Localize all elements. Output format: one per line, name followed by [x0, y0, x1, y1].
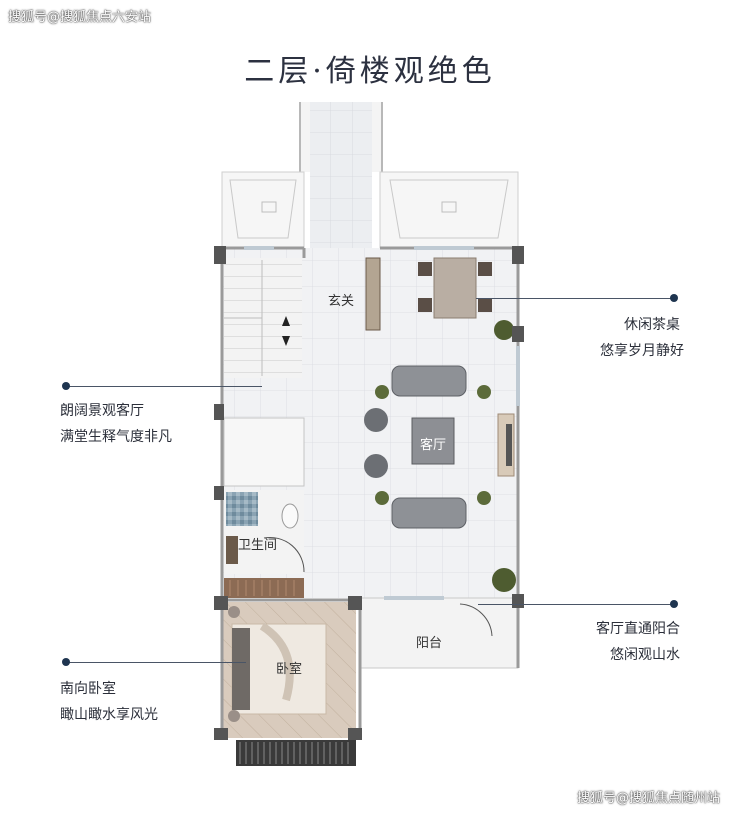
callout-bedroom-line1: 南向卧室 — [60, 681, 116, 697]
room-label-bedroom: 卧室 — [276, 662, 303, 677]
callout-line-balcony — [478, 604, 674, 605]
callout-balcony: 客厅直通阳合 悠闲观山水 — [584, 616, 680, 668]
callout-dot-bedroom — [62, 658, 70, 666]
watermark-top: 搜狐号@搜狐焦点六安站 — [8, 10, 152, 25]
plant-icon — [492, 568, 516, 592]
tea-table — [433, 257, 477, 319]
entry-path — [310, 102, 372, 252]
watermark-bottom: 搜狐号@搜狐焦点随州站 — [576, 791, 720, 806]
terrace-left — [221, 171, 305, 249]
entry-cabinet — [365, 257, 381, 331]
sofa-top — [391, 365, 467, 397]
callout-hall: 朗阔景观客厅 满堂生释气度非凡 — [60, 398, 172, 450]
callout-line-hall — [66, 386, 262, 387]
page-title: 二层·倚楼观绝色 — [244, 54, 496, 89]
storage-room — [223, 417, 305, 487]
plant-icon — [477, 385, 491, 399]
callout-tea-line1: 休闲茶桌 — [624, 317, 680, 333]
room-label-balcony: 阳台 — [416, 636, 443, 651]
callout-dot-tea — [670, 294, 678, 302]
callout-tea: 休闲茶桌 悠享岁月静好 — [600, 312, 684, 364]
room-label-living: 客厅 — [420, 438, 447, 453]
sofa-bottom — [391, 497, 467, 529]
plant-icon — [375, 385, 389, 399]
terrace-right — [379, 171, 519, 249]
bedroom-railing — [236, 740, 356, 766]
plant-icon — [494, 320, 514, 340]
callout-dot-balcony — [670, 600, 678, 608]
callout-line-bedroom — [66, 662, 246, 663]
callout-tea-line2: 悠享岁月静好 — [600, 343, 684, 359]
coffee-table — [411, 417, 455, 465]
callout-balcony-line2: 悠闲观山水 — [610, 647, 680, 663]
callout-balcony-line1: 客厅直通阳合 — [596, 621, 680, 637]
callout-bedroom: 南向卧室 瞰山瞰水享风光 — [60, 676, 158, 728]
room-label-bathroom: 卫生间 — [238, 538, 278, 553]
room-label-entry: 玄关 — [328, 294, 355, 309]
wardrobe — [224, 578, 304, 598]
armchair-left-bottom — [364, 454, 388, 478]
callout-hall-line2: 满堂生释气度非凡 — [60, 429, 172, 445]
callout-line-tea — [476, 298, 674, 299]
callout-bedroom-line2: 瞰山瞰水享风光 — [60, 707, 158, 723]
plant-icon — [477, 491, 491, 505]
armchair-left-top — [364, 408, 388, 432]
plant-icon — [375, 491, 389, 505]
callout-hall-line1: 朗阔景观客厅 — [60, 403, 144, 419]
callout-dot-hall — [62, 382, 70, 390]
